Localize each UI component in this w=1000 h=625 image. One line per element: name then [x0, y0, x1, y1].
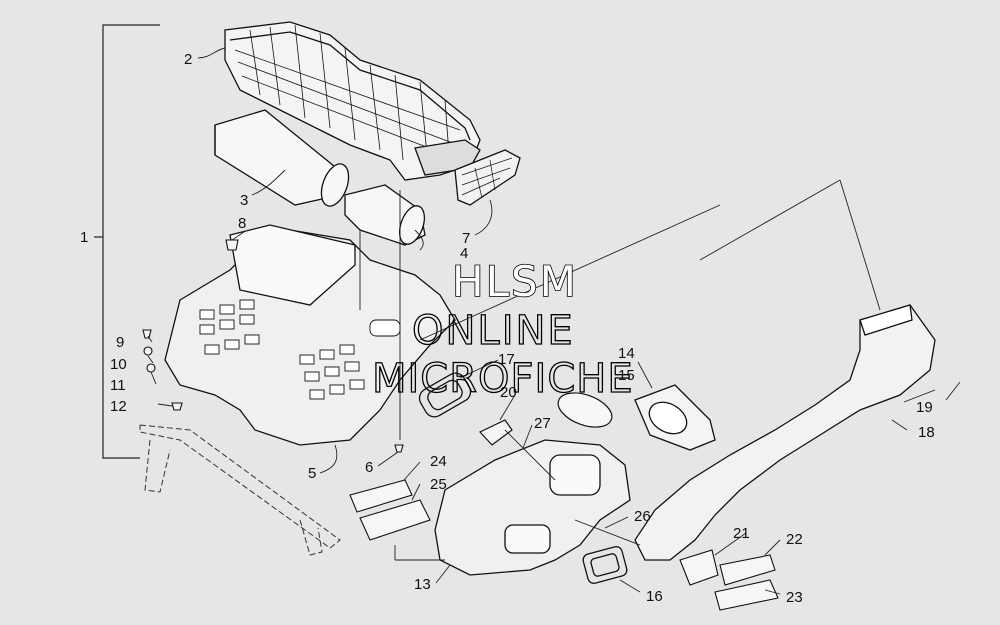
- part-12-fastener: [171, 402, 183, 411]
- oval-seal: [557, 392, 613, 428]
- callout-20: 20: [500, 384, 517, 401]
- part-4-filter-tube: [344, 184, 426, 246]
- callout-27: 27: [534, 415, 551, 432]
- callout-8: 8: [238, 215, 246, 232]
- part-2-intake-silencer: [224, 21, 481, 181]
- callout-6: 6: [365, 459, 373, 476]
- callout-18: 18: [918, 424, 935, 441]
- part-13-air-box: [434, 439, 631, 576]
- callout-21: 21: [733, 525, 750, 542]
- callout-12: 12: [110, 398, 127, 415]
- part-7-grille: [454, 149, 521, 206]
- callout-22: 22: [786, 531, 803, 548]
- callout-1: 1: [80, 229, 88, 246]
- part-3-filter-tube: [214, 109, 350, 207]
- part-14-15-duct-adapter: [634, 384, 716, 451]
- watermark-line-2: ONLINE: [412, 308, 575, 354]
- callout-3: 3: [240, 192, 248, 209]
- part-17-gasket: [418, 372, 472, 418]
- part-25-pad: [359, 499, 431, 541]
- leader-lines: [147, 47, 961, 595]
- callout-4: 4: [460, 245, 468, 262]
- callout-2: 2: [184, 51, 192, 68]
- callout-labels: 1 2 3 4 5 6 7 8 9 10 11 12 13 14 15 16 1…: [80, 51, 935, 606]
- callout-24: 24: [430, 453, 447, 470]
- assembly-bracket: [94, 24, 160, 459]
- part-16-seal: [582, 546, 628, 584]
- part-20-bracket: [479, 419, 513, 446]
- part-22-pad: [719, 554, 776, 586]
- callout-10: 10: [110, 356, 127, 373]
- part-6-fastener: [394, 444, 404, 453]
- callout-13: 13: [414, 576, 431, 593]
- part-9-screw: [142, 329, 152, 339]
- chassis-rail: [139, 424, 341, 556]
- part-21-pad: [679, 549, 719, 586]
- callout-26: 26: [634, 508, 651, 525]
- reference-lines: [359, 179, 881, 561]
- callout-17: 17: [498, 351, 515, 368]
- callout-9: 9: [116, 334, 124, 351]
- part-5-base-tray: [164, 224, 456, 446]
- watermark: HLSM ONLINE MICROFICHE: [371, 256, 634, 402]
- callout-14: 14: [618, 345, 635, 362]
- part-23-pad: [714, 579, 779, 611]
- callout-7: 7: [462, 230, 470, 247]
- watermark-line-3: MICROFICHE: [372, 356, 634, 402]
- callout-23: 23: [786, 589, 803, 606]
- foam-pads: [349, 479, 779, 611]
- part-10-washer: [143, 346, 153, 356]
- callout-16: 16: [646, 588, 663, 605]
- part-8-push-rivet: [225, 239, 239, 251]
- watermark-line-1: HLSM: [452, 257, 578, 306]
- callout-15: 15: [618, 367, 635, 384]
- part-18-intake-duct: [634, 304, 936, 561]
- part-11-nut: [146, 363, 156, 373]
- part-24-pad: [349, 479, 413, 513]
- callout-5: 5: [308, 465, 316, 482]
- callout-11: 11: [110, 377, 126, 394]
- hardware-fasteners: [142, 239, 404, 453]
- callout-25: 25: [430, 476, 447, 493]
- callout-19: 19: [916, 399, 933, 416]
